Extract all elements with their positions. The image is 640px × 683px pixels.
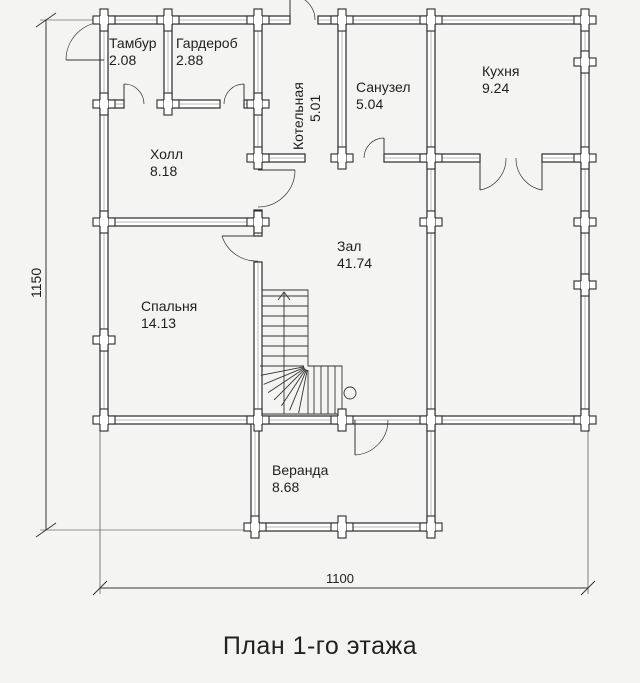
log-crossing: [581, 58, 589, 66]
room-name: Тамбур: [109, 35, 157, 51]
dimension-width: 1100: [326, 571, 354, 586]
log-corners: [92, 8, 597, 539]
log-crossing: [164, 100, 172, 108]
log-crossing: [427, 523, 435, 531]
room-name: Холл: [150, 146, 183, 162]
room-name: Веранда: [272, 462, 329, 478]
kuhnya-door-right-swing: [515, 157, 543, 191]
log-crossing: [254, 416, 262, 424]
room-kuhnya: Кухня 9.24: [482, 63, 519, 97]
room-area: 5.01: [307, 94, 323, 122]
room-name: Кухня: [482, 63, 520, 79]
entry-door-swing: [65, 21, 105, 61]
room-name: Спальня: [141, 298, 198, 314]
room-name: Зал: [337, 238, 362, 254]
newel-post: [343, 386, 357, 400]
room-name: Санузел: [356, 79, 411, 95]
log-crossing: [254, 154, 262, 162]
log-crossing: [338, 523, 346, 531]
log-crossing: [581, 416, 589, 424]
room-area: 8.68: [272, 479, 300, 495]
holl-door-swing: [223, 83, 245, 105]
room-name: Гардероб: [176, 35, 238, 51]
log-crossing: [338, 16, 346, 24]
log-crossing: [100, 416, 108, 424]
room-spalnya: Спальня 14.13: [141, 298, 197, 332]
stair-winder-tread: [298, 369, 308, 414]
room-area: 5.04: [356, 96, 384, 112]
stair-winder-tread: [289, 369, 307, 411]
stair-winder-tread: [267, 367, 305, 394]
staircase: [260, 289, 357, 415]
room-area: 41.74: [337, 255, 373, 271]
room-sanuzel: Санузел 5.04: [356, 79, 411, 113]
log-crossing: [338, 416, 346, 424]
spalnya-door-swing: [221, 235, 259, 262]
room-kotelnaya: Котельная 5.01: [290, 82, 324, 150]
doors: [65, 0, 543, 456]
room-zal: Зал 41.74: [337, 238, 372, 272]
room-holl: Холл 8.18: [150, 146, 183, 180]
log-crossing: [427, 16, 435, 24]
log-crossing: [427, 218, 435, 226]
room-area: 9.24: [482, 80, 510, 96]
log-crossing: [100, 16, 108, 24]
log-crossing: [427, 416, 435, 424]
log-crossing: [100, 218, 108, 226]
sanuzel-door-swing: [363, 137, 385, 159]
plan-caption: План 1-го этажа: [222, 632, 418, 660]
stair-winder-tread: [280, 369, 307, 407]
log-crossing: [100, 336, 108, 344]
log-crossing: [254, 100, 262, 108]
log-crossing: [581, 281, 589, 289]
room-area: 14.13: [141, 315, 177, 331]
log-crossing: [427, 154, 435, 162]
room-area: 2.08: [109, 52, 137, 68]
room-area: 8.18: [150, 163, 178, 179]
garderob-door-swing: [123, 83, 145, 105]
log-crossing: [581, 218, 589, 226]
room-veranda: Веранда 8.68: [272, 462, 328, 496]
log-crossing: [338, 154, 346, 162]
stair-winder-tread: [260, 366, 305, 376]
dimension-lines: [35, 12, 596, 596]
log-crossing: [100, 100, 108, 108]
room-tambur: Тамбур 2.08: [109, 35, 157, 69]
kuhnya-door-left-swing: [479, 157, 507, 191]
dimension-height: 1150: [28, 267, 44, 298]
stair-winder-tread: [273, 368, 306, 401]
veranda-door-swing: [354, 419, 389, 456]
log-crossing: [581, 16, 589, 24]
log-crossing: [254, 16, 262, 24]
room-garderob: Гардероб 2.88: [176, 35, 238, 69]
log-crossing: [251, 523, 259, 531]
kotelnaya-door-swing: [304, 0, 316, 21]
room-name: Котельная: [290, 82, 306, 150]
zal-door-swing: [257, 169, 296, 208]
log-crossing: [164, 16, 172, 24]
log-crossing: [254, 218, 262, 226]
room-area: 2.88: [176, 52, 204, 68]
stair-direction-arrow: [277, 291, 291, 414]
log-crossing: [581, 154, 589, 162]
